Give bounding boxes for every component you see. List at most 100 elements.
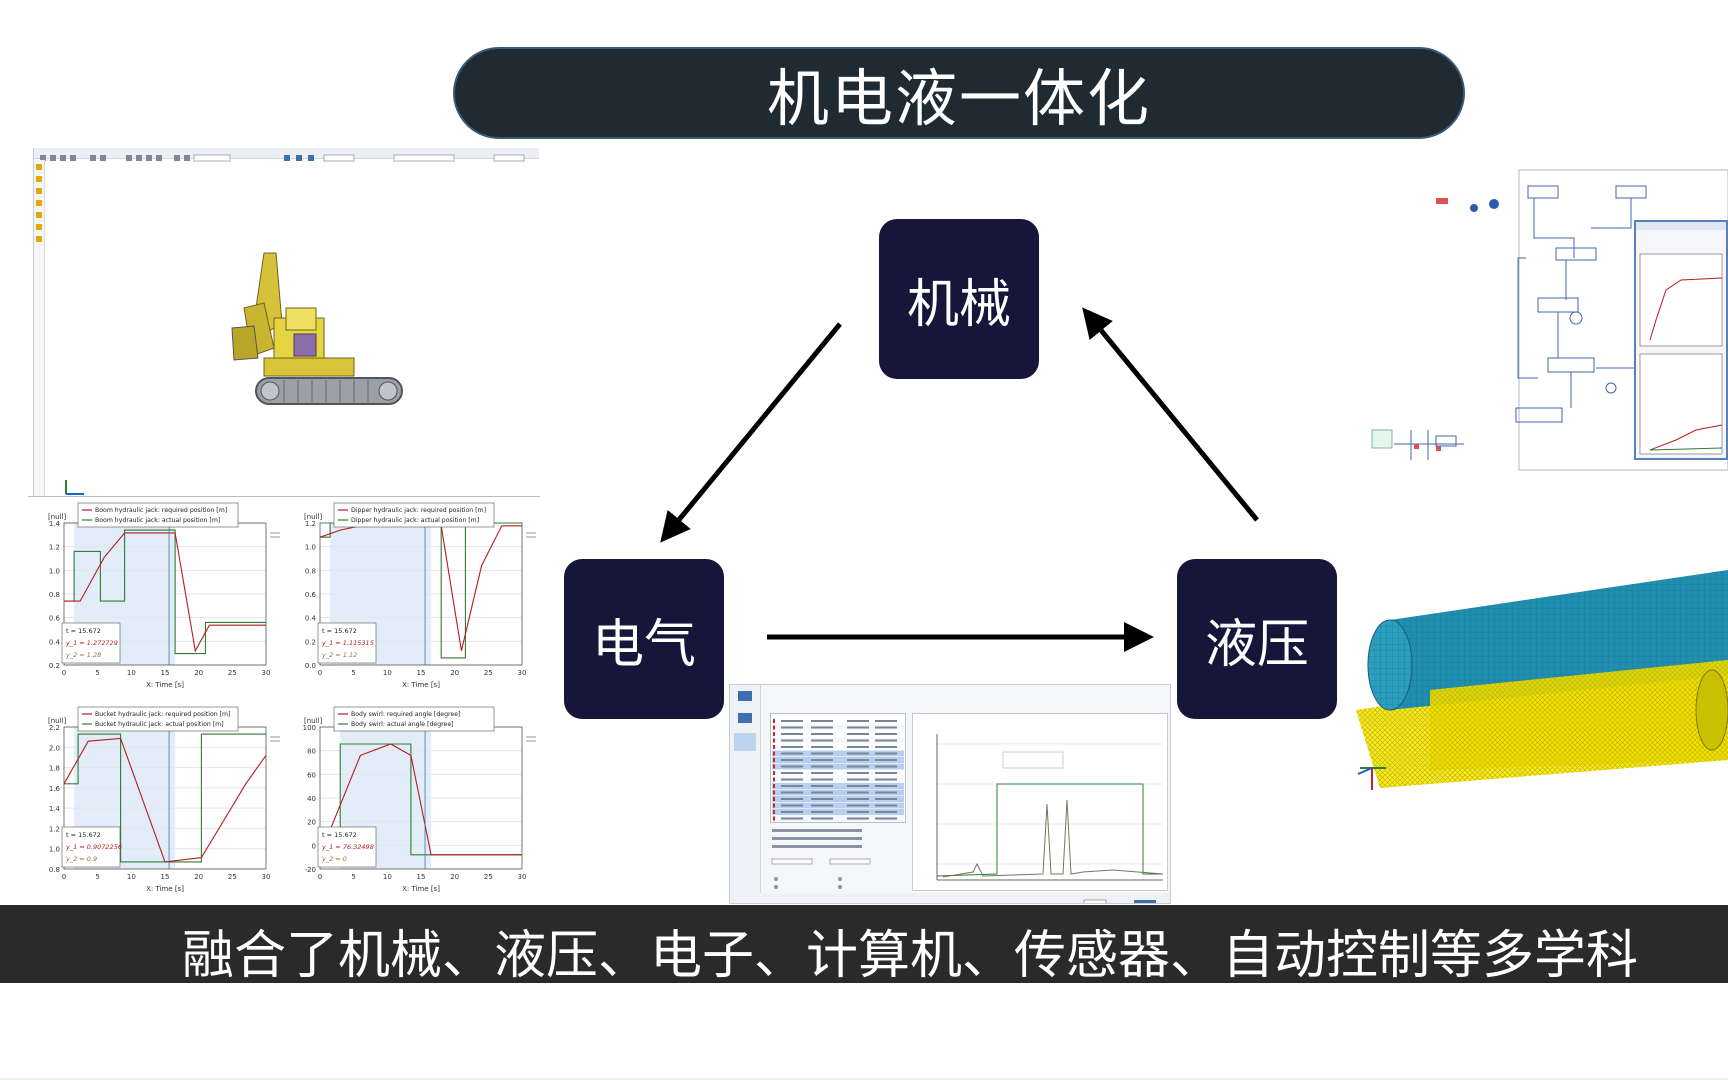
- cursor-readout-line: t = 15.672: [322, 627, 357, 635]
- arrow-mechanical-to-electrical: [660, 322, 842, 543]
- legend-entry: Dipper hydraulic jack: required position…: [351, 507, 486, 514]
- mode-table-cell: [811, 765, 833, 768]
- mode-table-row[interactable]: [772, 737, 904, 744]
- x-tick-label: 25: [484, 873, 493, 881]
- caption-bar: 融合了机械、液压、电子、计算机、传感器、自动控制等多学科: [0, 905, 1728, 983]
- x-tick-label: 30: [518, 873, 527, 881]
- x-tick-label: 25: [228, 873, 237, 881]
- mode-table-row[interactable]: [772, 770, 904, 776]
- analysis-sidebar: [730, 685, 761, 903]
- mode-marker: [773, 771, 775, 775]
- y-tick-label: 1.4: [49, 805, 61, 813]
- x-axis-label: X: Time [s]: [402, 681, 440, 689]
- mode-table-row[interactable]: [772, 789, 904, 796]
- mode-table-cell: [875, 746, 897, 748]
- mode-table-row[interactable]: [772, 744, 904, 750]
- required-series: [64, 529, 266, 655]
- cursor-readout-box: [317, 622, 377, 664]
- mode-table-row[interactable]: [772, 731, 904, 737]
- mode-table-row[interactable]: [772, 757, 904, 763]
- frequency-chart: [912, 713, 1168, 891]
- y-tick-label: 0.6: [305, 591, 317, 599]
- mode-table-row[interactable]: [772, 809, 904, 815]
- y-tick-label: 0.6: [49, 615, 61, 623]
- y-tick-label: 1.4: [49, 520, 61, 528]
- mode-table-row[interactable]: [772, 750, 904, 757]
- legend-entry: Body swirl: required angle [degree]: [351, 711, 460, 718]
- legend-entry: Boom hydraulic jack: required position […: [95, 507, 227, 514]
- mode-table-cell: [781, 811, 803, 813]
- x-tick-label: 15: [161, 873, 170, 881]
- caption-text: 融合了机械、液压、电子、计算机、传感器、自动控制等多学科: [182, 926, 1639, 983]
- y-tick-label: 0.4: [49, 638, 61, 646]
- mode-table-row[interactable]: [772, 776, 904, 783]
- x-axis-label: X: Time [s]: [146, 885, 184, 893]
- mode-table-cell: [847, 791, 869, 794]
- mode-table-cell: [811, 759, 833, 761]
- x-tick-label: 30: [518, 669, 527, 677]
- mode-table-cell: [875, 739, 897, 742]
- node-electrical-label: 电气: [591, 614, 696, 675]
- y-tick-label: 0.0: [305, 662, 316, 670]
- mode-table-cell: [781, 752, 803, 755]
- x-tick-label: 0: [318, 873, 322, 881]
- y-tick-label: 1.0: [49, 567, 60, 575]
- title-banner: 机电液一体化: [453, 47, 1465, 139]
- y-tick-label: 0.2: [49, 662, 60, 670]
- y-tick-label: 100: [303, 724, 316, 732]
- mode-table-cell: [781, 772, 803, 774]
- legend-entry: Bucket hydraulic jack: actual position […: [95, 721, 224, 728]
- mode-table-cell: [875, 804, 897, 807]
- mode-table-row[interactable]: [772, 815, 904, 822]
- mode-table-row[interactable]: [772, 763, 904, 770]
- bottom-strip: [0, 1078, 1728, 1080]
- mode-table-cell: [781, 733, 803, 735]
- x-tick-label: 5: [351, 873, 355, 881]
- actual-series: [319, 525, 522, 651]
- mode-marker: [773, 777, 775, 782]
- mode-marker: [773, 790, 775, 795]
- y-tick-label: 0.2: [305, 638, 316, 646]
- cursor-readout-box: [61, 622, 121, 664]
- required-series: [64, 733, 266, 863]
- y-tick-label: 20: [307, 819, 316, 827]
- mode-marker: [773, 816, 775, 821]
- x-tick-label: 30: [262, 873, 271, 881]
- x-tick-label: 10: [127, 669, 136, 677]
- mode-table-cell: [811, 739, 833, 742]
- y-tick-label: 1.2: [305, 520, 316, 528]
- y-unit-label: [null]: [48, 513, 66, 521]
- mode-table-row[interactable]: [772, 796, 904, 802]
- mode-options: [770, 825, 910, 897]
- mode-table-cell: [781, 798, 803, 800]
- mode-table-cell: [781, 765, 803, 768]
- mode-table-cell: [847, 733, 869, 735]
- mode-table-row[interactable]: [772, 802, 904, 809]
- mode-table-row[interactable]: [772, 724, 904, 731]
- mode-table-cell: [847, 739, 869, 742]
- x-tick-label: 5: [351, 669, 355, 677]
- x-tick-label: 10: [383, 873, 392, 881]
- sim-toolbar: [34, 148, 539, 162]
- mode-table-cell: [875, 811, 897, 813]
- mode-table-row[interactable]: [772, 718, 904, 724]
- mode-marker: [773, 803, 775, 808]
- axis-triad-icon: [65, 480, 84, 495]
- x-tick-label: 5: [95, 873, 99, 881]
- schematic-result-window: [1634, 220, 1728, 460]
- sim-side-toolbar: [34, 160, 45, 496]
- cursor-readout-line: y_2 = 1.12: [321, 651, 357, 659]
- mode-table-cell: [847, 752, 869, 755]
- mode-marker: [773, 745, 775, 749]
- actual-series: [63, 737, 267, 863]
- mode-table-cell: [811, 817, 833, 820]
- mode-table-cell: [847, 765, 869, 768]
- mode-table-row[interactable]: [772, 783, 904, 789]
- y-tick-label: 0.8: [49, 591, 60, 599]
- cfd-axis-triad-icon: [1357, 767, 1386, 790]
- mode-table-cell: [875, 785, 897, 787]
